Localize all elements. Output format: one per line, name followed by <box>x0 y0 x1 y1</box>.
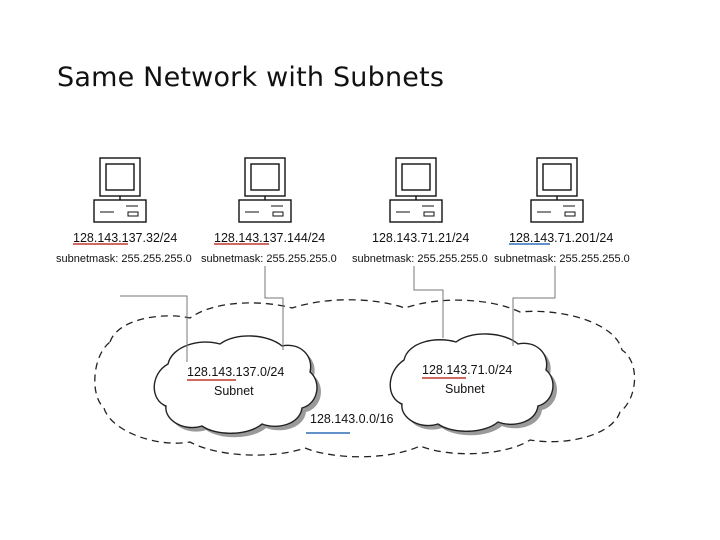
host-ip: 128.143.137.144/24 <box>214 231 325 245</box>
subnet-labels: 128.143.137.0/24 Subnet 128.143.71.0/24 … <box>187 363 512 398</box>
host-ip: 128.143.71.21/24 <box>372 231 469 245</box>
computer-icon <box>389 157 443 223</box>
slide-title: Same Network with Subnets <box>57 62 445 93</box>
host-2-link <box>264 266 284 350</box>
subnet-address: 128.143.137.0/24 <box>187 365 284 379</box>
subnet-label: Subnet <box>214 384 254 398</box>
host-subnetmask: subnetmask: 255.255.255.0 <box>201 253 337 265</box>
host-4-link <box>512 266 556 346</box>
connection-lines <box>120 266 556 362</box>
subnet-cloud-right <box>389 333 554 432</box>
host-subnetmask: subnetmask: 255.255.255.0 <box>494 253 630 265</box>
host-1-link <box>120 295 188 362</box>
subnet-address: 128.143.71.0/24 <box>422 363 512 377</box>
network-address: 128.143.0.0/16 <box>310 412 393 426</box>
computer-icon <box>93 157 147 223</box>
host-3-link <box>413 266 444 338</box>
host-subnetmask: subnetmask: 255.255.255.0 <box>352 253 488 265</box>
computer-icon <box>530 157 584 223</box>
computers <box>93 157 584 223</box>
outer-network-cloud <box>94 299 636 458</box>
subnet-cloud-left <box>153 335 318 434</box>
host-subnetmask: subnetmask: 255.255.255.0 <box>56 253 192 265</box>
host-labels: 128.143.137.32/24 subnetmask: 255.255.25… <box>56 231 630 265</box>
subnet-label: Subnet <box>445 382 485 396</box>
computer-icon <box>238 157 292 223</box>
host-ip: 128.143.71.201/24 <box>509 231 613 245</box>
host-ip: 128.143.137.32/24 <box>73 231 177 245</box>
